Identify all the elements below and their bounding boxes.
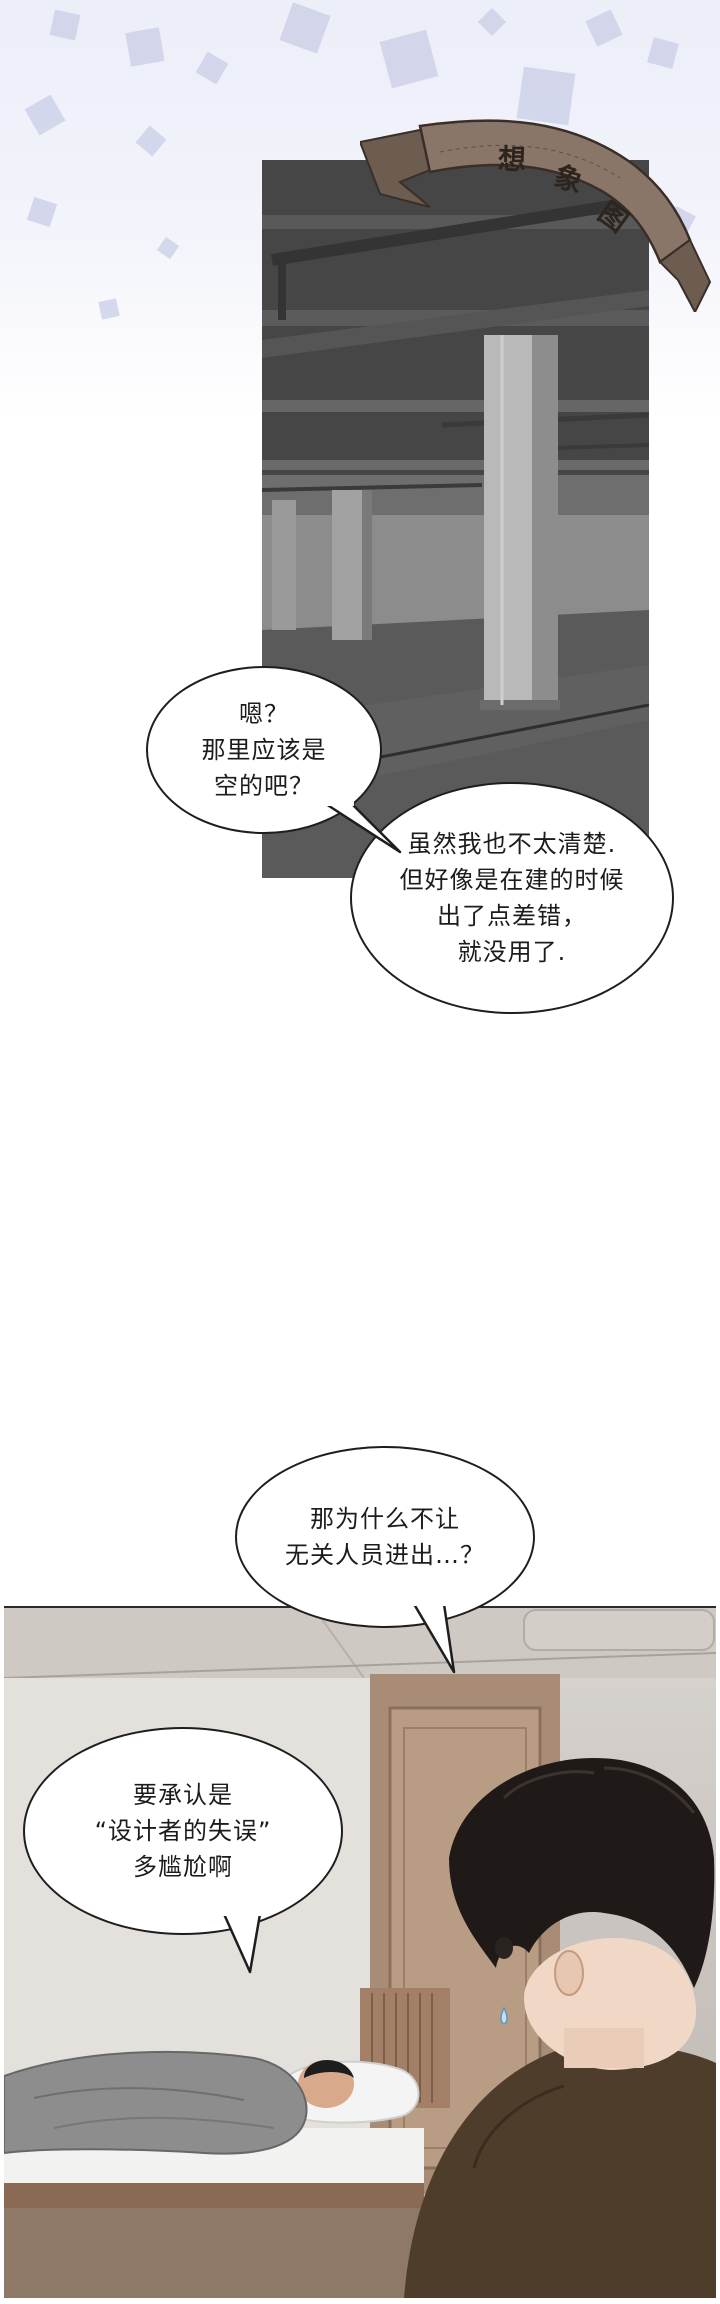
confetti-square [585, 9, 623, 47]
confetti-square [125, 27, 165, 67]
confetti-square [24, 94, 66, 136]
confetti-square [98, 298, 120, 320]
speech-bubble: 那为什么不让 无关人员进出…？ [235, 1446, 535, 1628]
confetti-square [49, 9, 81, 41]
speech-bubble: 要承认是 “设计者的失误” 多尴尬啊 [23, 1727, 343, 1935]
confetti-square [156, 236, 180, 260]
confetti-square [135, 125, 167, 157]
bubble-text: 要承认是 “设计者的失误” 多尴尬啊 [94, 1781, 272, 1881]
bedroom-panel [4, 1606, 716, 2298]
speech-tail [222, 1910, 264, 1974]
ribbon-char: 想 [497, 142, 527, 177]
confetti-square [647, 37, 679, 69]
confetti-square [379, 29, 439, 89]
confetti-square [195, 51, 229, 85]
ribbon-banner [358, 119, 712, 315]
confetti-square [26, 196, 58, 228]
imagination-ribbon: 想 象 图 [358, 112, 712, 315]
speech-bubble: 虽然我也不太清楚. 但好像是在建的时候 出了点差错， 就没用了. [350, 782, 674, 1014]
bubble-text: 嗯？ 那里应该是 空的吧？ [201, 700, 327, 800]
bubble-text: 虽然我也不太清楚. 但好像是在建的时候 出了点差错， 就没用了. [399, 830, 625, 966]
bedroom-scene [4, 1608, 716, 2298]
speech-tail [324, 800, 402, 854]
speech-tail [412, 1600, 456, 1674]
bubble-text: 那为什么不让 无关人员进出…？ [285, 1505, 485, 1569]
confetti-square [279, 2, 331, 54]
confetti-square [477, 7, 507, 37]
